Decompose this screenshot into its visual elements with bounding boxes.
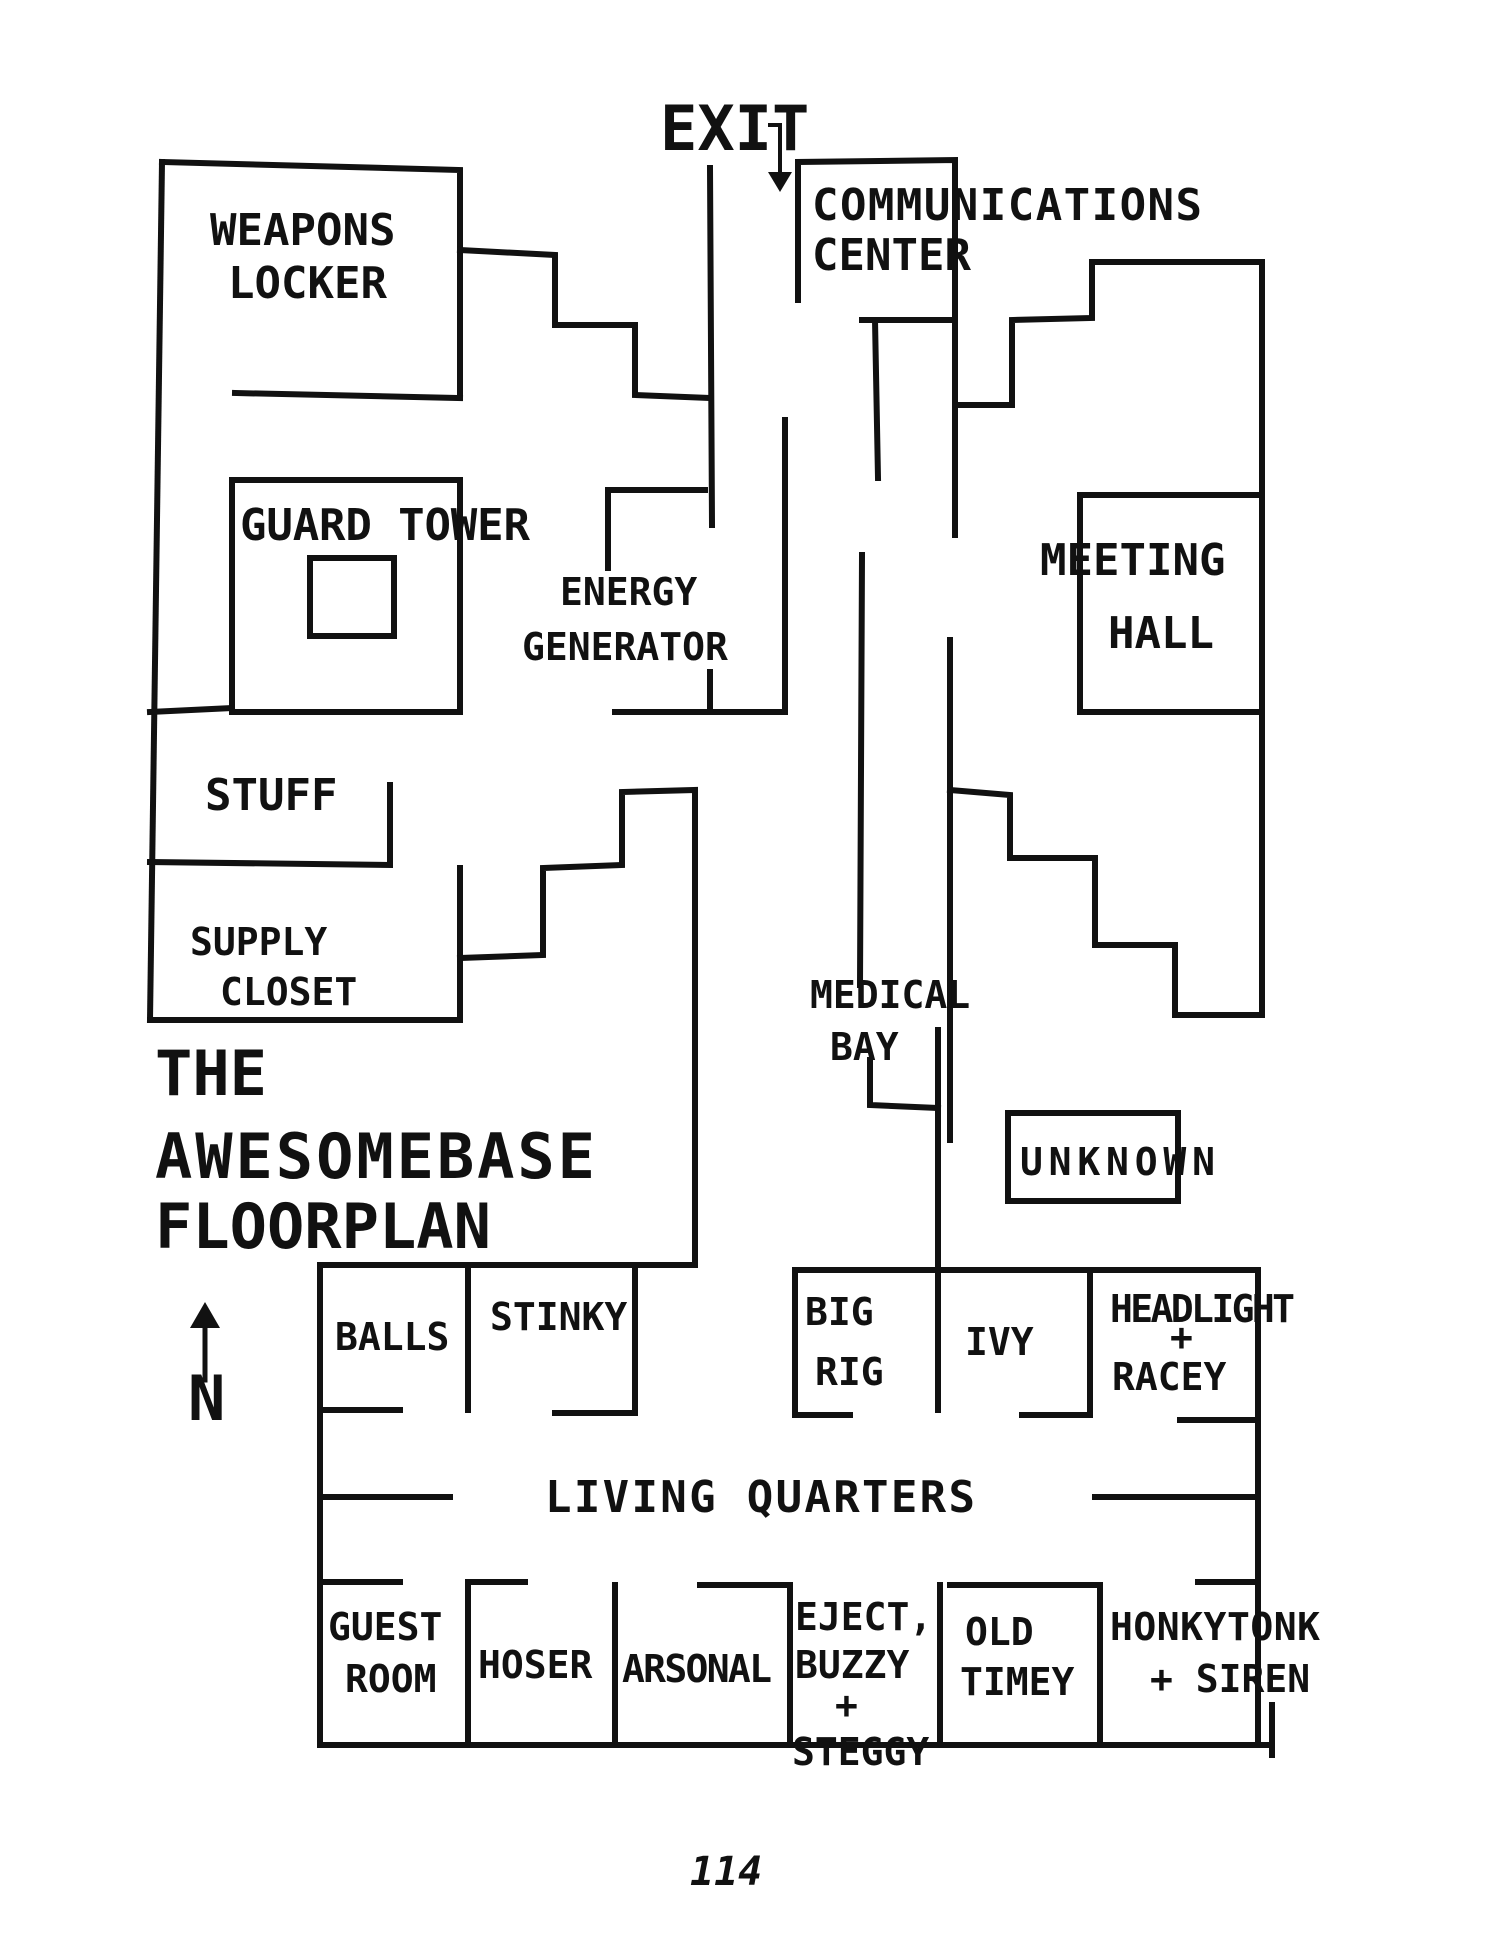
- guard-tower-label: GUARD TOWER: [240, 500, 531, 551]
- exit-arrow-icon: [768, 123, 792, 192]
- wall-energy-generator-south: [612, 417, 788, 715]
- guest-room-label-1: GUEST: [328, 1605, 442, 1649]
- medical-bay-label-1: MEDICAL: [810, 973, 970, 1017]
- wall-living-upper-west: [317, 1267, 1275, 1748]
- communications-center-label-1: COMMUNICATIONS: [812, 180, 1202, 231]
- guest-room-label-2: ROOM: [345, 1657, 437, 1701]
- walls: [146, 156, 1275, 1758]
- ivy-label: IVY: [965, 1320, 1034, 1364]
- big-rig-label-1: BIG: [805, 1290, 874, 1334]
- supply-closet-label-1: SUPPLY: [190, 920, 327, 964]
- wall-comms-center: [795, 156, 958, 353]
- arsonal-label: ARSONAL: [622, 1647, 772, 1691]
- eject-label-3: +: [835, 1683, 858, 1727]
- stinky-label: STINKY: [490, 1295, 627, 1339]
- big-rig-label-2: RIG: [815, 1350, 884, 1394]
- wall-east-steps-south: [946, 786, 1265, 1018]
- wall-east-corridor-a: [871, 316, 882, 482]
- wall-weapons-locker-south: [231, 389, 464, 402]
- headlight-racey-label-2: +: [1170, 1315, 1193, 1359]
- weapons-locker-label-1: WEAPONS: [210, 205, 395, 256]
- wall-east-corridor-d: [856, 551, 866, 989]
- guard-tower-platform: [307, 555, 397, 639]
- wall-guard-tower: [229, 477, 463, 715]
- old-timey-label-1: OLD: [965, 1610, 1034, 1654]
- headlight-racey-label-1: HEADLIGHT: [1110, 1287, 1295, 1331]
- north-arrow-icon: [190, 1302, 220, 1383]
- wall-west-steps: [456, 786, 698, 1268]
- old-timey-label-2: TIMEY: [960, 1660, 1075, 1704]
- medical-bay-label-2: BAY: [830, 1025, 899, 1069]
- page-number: 114: [690, 1849, 762, 1895]
- wall-medical-bay: [867, 1057, 942, 1112]
- wall-meeting-hall: [1077, 492, 1265, 715]
- headlight-racey-label-3: RACEY: [1112, 1355, 1227, 1399]
- title-line-3: FLOORPLAN: [155, 1190, 491, 1263]
- honkytonk-siren-label-2: + SIREN: [1150, 1657, 1310, 1701]
- eject-label-1: EJECT,: [795, 1595, 932, 1639]
- unknown-room: [1005, 1110, 1181, 1204]
- compass-label: N: [188, 1362, 225, 1435]
- communications-center-label-2: CENTER: [812, 230, 971, 281]
- eject-label-4: STEGGY: [792, 1730, 929, 1774]
- wall-energy-generator: [605, 487, 708, 571]
- title-line-2: AWESOMEBASE: [155, 1120, 595, 1193]
- hoser-label: HOSER: [478, 1643, 593, 1687]
- wall-weapons-locker: [158, 158, 463, 401]
- supply-closet-label-2: CLOSET: [220, 970, 357, 1014]
- wall-west-upper: [146, 158, 166, 1024]
- balls-label: BALLS: [335, 1315, 449, 1359]
- unknown-label: UNKNOWN: [1020, 1140, 1215, 1184]
- wall-stuff: [146, 782, 393, 869]
- wall-east-steps-north: [952, 259, 1265, 1018]
- energy-generator-label-1: ENERGY: [560, 570, 697, 614]
- meeting-hall-label-2: HALL: [1108, 608, 1214, 659]
- eject-label-2: BUZZY: [795, 1643, 910, 1687]
- weapons-locker-label-2: LOCKER: [228, 258, 387, 309]
- energy-generator-label-2: GENERATOR: [522, 625, 728, 669]
- labels: EXIT WEAPONS LOCKER COMMUNICATIONS CENTE…: [155, 92, 1320, 1774]
- wall-supply-closet: [147, 865, 463, 1023]
- living-quarters-label: LIVING QUARTERS: [545, 1472, 975, 1523]
- wall-corridor-west-top: [706, 164, 716, 529]
- wall-stinky-south: [552, 1267, 638, 1416]
- title-line-1: THE: [155, 1037, 267, 1110]
- wall-headlight-east: [1097, 1267, 1261, 1748]
- honkytonk-siren-label-1: HONKYTONK: [1110, 1605, 1320, 1649]
- wall-stuff-north: [146, 704, 236, 716]
- wall-north-steps: [456, 246, 714, 402]
- stuff-label: STUFF: [205, 770, 337, 821]
- meeting-hall-label-1: MEETING: [1040, 535, 1225, 586]
- exit-label: EXIT: [660, 92, 809, 165]
